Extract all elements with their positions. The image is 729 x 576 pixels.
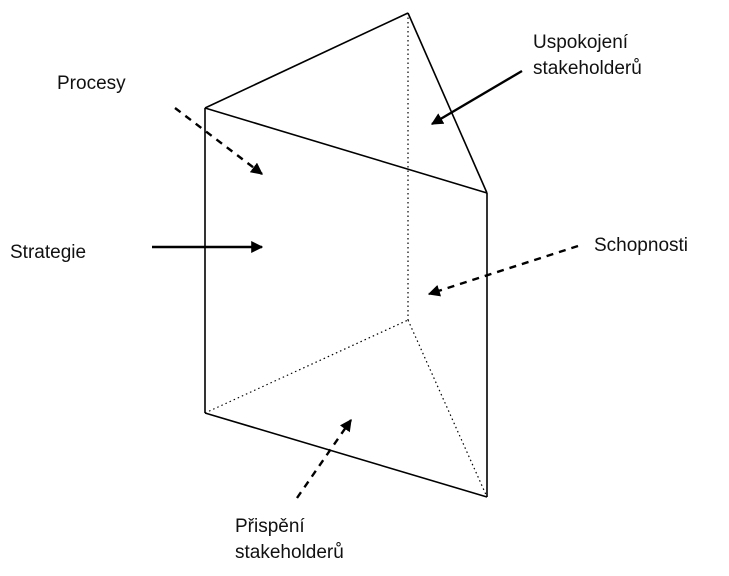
prism-visible-edges (204, 12, 488, 498)
bottom-back-right-edge (407, 319, 488, 498)
top-front-edge (204, 107, 488, 194)
label-procesy: Procesy (57, 73, 126, 94)
prispeni-arrow (296, 419, 352, 499)
prism-hidden-edges (204, 13, 488, 498)
bottom-front-edge (204, 412, 488, 498)
label-line: stakeholderů (533, 58, 642, 79)
label-line: Uspokojení (533, 32, 629, 53)
label-uspokojeni-stakeholderu: Uspokojení stakeholderů (533, 30, 642, 82)
label-strategie: Strategie (10, 242, 87, 263)
bottom-back-left-edge (204, 319, 409, 414)
top-back-right-edge (407, 12, 488, 194)
label-line: Přispění (235, 516, 305, 537)
label-schopnosti: Schopnosti (594, 235, 689, 256)
procesy-arrow (174, 107, 263, 175)
uspokojeni-arrow (430, 69, 523, 126)
label-line: stakeholderů (235, 542, 344, 563)
schopnosti-arrow (427, 244, 579, 297)
label-prispeni-stakeholderu: Přispění stakeholderů (235, 514, 344, 566)
top-back-left-edge (204, 12, 409, 109)
